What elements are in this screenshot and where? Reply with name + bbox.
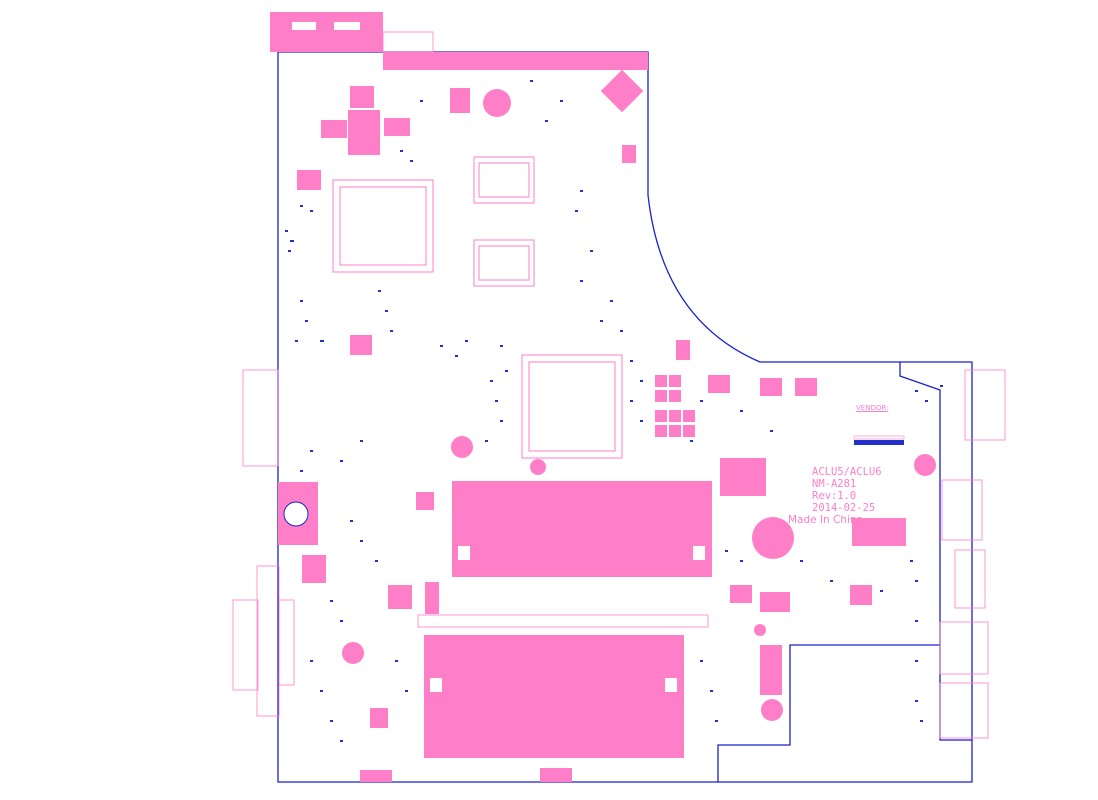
chip-outlines <box>332 156 623 459</box>
vendor-label: VENDOR: <box>856 404 889 412</box>
board-revision-text: Rev:1.0 <box>812 490 857 502</box>
fpc-connector <box>853 435 905 445</box>
passive-array <box>655 340 695 437</box>
board-outline <box>278 51 973 783</box>
board-outline-right-notch <box>900 361 973 740</box>
component-marks <box>285 80 943 742</box>
top-usb-connector <box>270 12 648 70</box>
board-origin-text: Made In China <box>788 514 864 526</box>
mounting-holes <box>342 89 936 721</box>
rotated-chip <box>600 69 644 163</box>
memory-slot-lower <box>417 614 709 758</box>
board-model-text: ACLU5/ACLU6 <box>812 466 882 478</box>
left-connectors <box>232 369 295 717</box>
memory-slot-upper <box>452 481 712 577</box>
board-date-text: 2014-02-25 <box>812 502 876 514</box>
board-part-number-text: NM-A281 <box>812 478 857 490</box>
right-connectors <box>939 369 1006 739</box>
power-pads <box>297 86 906 782</box>
